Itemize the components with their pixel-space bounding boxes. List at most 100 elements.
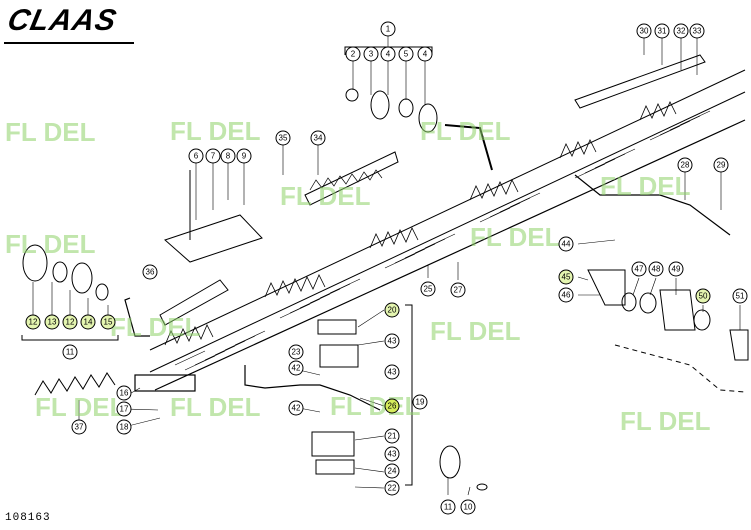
watermark-12: FL DEL — [330, 391, 421, 421]
path-shape — [174, 330, 266, 371]
path-shape — [195, 163, 245, 220]
circle-shape — [654, 23, 670, 39]
walker-teeth — [164, 101, 677, 346]
lower-shaft — [244, 365, 381, 411]
path-shape — [309, 169, 383, 191]
callout-number: 19 — [416, 398, 425, 407]
cover-plate-30 — [574, 54, 706, 109]
circle-shape — [631, 261, 647, 277]
circle-shape — [363, 46, 379, 62]
path-shape — [32, 282, 109, 325]
frame-dashed — [614, 344, 746, 393]
circle-shape — [310, 130, 326, 146]
callout-number: 46 — [562, 291, 571, 300]
callout-46: 46 — [558, 287, 574, 303]
callout-number: 11 — [444, 503, 453, 512]
callout-18: 18 — [116, 419, 132, 435]
bearing-block-lower — [311, 431, 355, 457]
bearing-5 — [398, 98, 414, 118]
callout-9: 9 — [236, 148, 252, 164]
callout-13: 13 — [44, 314, 60, 330]
circle-shape — [384, 302, 400, 318]
path-shape — [427, 262, 459, 280]
circle-shape — [713, 157, 729, 173]
circle-shape — [636, 23, 652, 39]
bracket-51 — [729, 329, 749, 361]
callout-15: 15 — [100, 314, 116, 330]
path-shape — [684, 172, 722, 210]
circle-shape — [288, 360, 304, 376]
callout-3: 3 — [363, 46, 379, 62]
callout-42b: 42 — [288, 400, 304, 416]
callout-number: 21 — [388, 432, 397, 441]
flange-12a — [22, 244, 48, 282]
callout-44: 44 — [558, 236, 574, 252]
watermarks: FL DEL FL DEL FL DEL FL DEL FL DEL FL DE… — [5, 116, 711, 436]
tooth-bracket-37 — [34, 372, 116, 396]
circle-shape — [558, 236, 574, 252]
callout-11-bottom: 11 — [440, 499, 456, 515]
callout-number: 35 — [279, 134, 288, 143]
circle-shape — [440, 499, 456, 515]
circle-shape — [384, 428, 400, 444]
callout-number: 49 — [672, 265, 681, 274]
path-shape — [164, 324, 214, 346]
callout-45: 45 — [558, 269, 574, 285]
callout-7: 7 — [205, 148, 221, 164]
callout-28: 28 — [677, 157, 693, 173]
callout-17: 17 — [116, 401, 132, 417]
circle-shape — [345, 46, 361, 62]
circle-shape — [384, 463, 400, 479]
callout-number: 37 — [75, 423, 84, 432]
callout-number: 16 — [120, 389, 129, 398]
circle-shape — [80, 314, 96, 330]
callout-number: 4 — [386, 50, 391, 59]
callout-number: 32 — [677, 27, 686, 36]
callout-number: 13 — [48, 318, 57, 327]
circle-shape — [44, 314, 60, 330]
callout-29: 29 — [713, 157, 729, 173]
callout-25: 25 — [420, 281, 436, 297]
callout-number: 30 — [640, 27, 649, 36]
circle-shape — [275, 130, 291, 146]
callout-number: 29 — [717, 161, 726, 170]
callout-number: 9 — [242, 152, 247, 161]
path-shape — [639, 101, 677, 121]
callout-23: 23 — [288, 344, 304, 360]
callout-number: 26 — [388, 402, 397, 411]
drawing-lines — [21, 36, 749, 496]
callout-12b: 12 — [62, 314, 78, 330]
circle-shape — [689, 23, 705, 39]
watermark-2: FL DEL — [5, 229, 96, 259]
circle-shape — [384, 333, 400, 349]
callout-12a: 12 — [25, 314, 41, 330]
walker-section-34 — [304, 151, 399, 206]
callout-49: 49 — [668, 261, 684, 277]
bearing-48 — [639, 292, 657, 314]
callout-22: 22 — [384, 480, 400, 496]
grate-16 — [134, 374, 196, 392]
watermark-1: FL DEL — [5, 117, 96, 147]
callout-number: 8 — [226, 152, 231, 161]
circle-shape — [695, 288, 711, 304]
circle-shape — [412, 394, 428, 410]
watermark-5: FL DEL — [420, 116, 511, 146]
circle-shape — [142, 264, 158, 280]
callout-number: 12 — [29, 318, 38, 327]
drawing-number: 108163 — [5, 512, 51, 524]
bearing-plate-upper — [317, 319, 357, 335]
circle-shape — [648, 261, 664, 277]
circle-shape — [558, 287, 574, 303]
callout-number: 51 — [736, 292, 745, 301]
callout-16: 16 — [116, 385, 132, 401]
housing-49 — [659, 289, 696, 331]
callout-1: 1 — [380, 21, 396, 37]
circle-shape — [384, 480, 400, 496]
path-shape — [384, 233, 456, 269]
group-bracket-11 — [21, 335, 119, 341]
bearing-50 — [693, 309, 711, 331]
circle-shape — [668, 261, 684, 277]
flange-12b — [71, 262, 93, 294]
callout-35: 35 — [275, 130, 291, 146]
callout-number: 47 — [635, 265, 644, 274]
